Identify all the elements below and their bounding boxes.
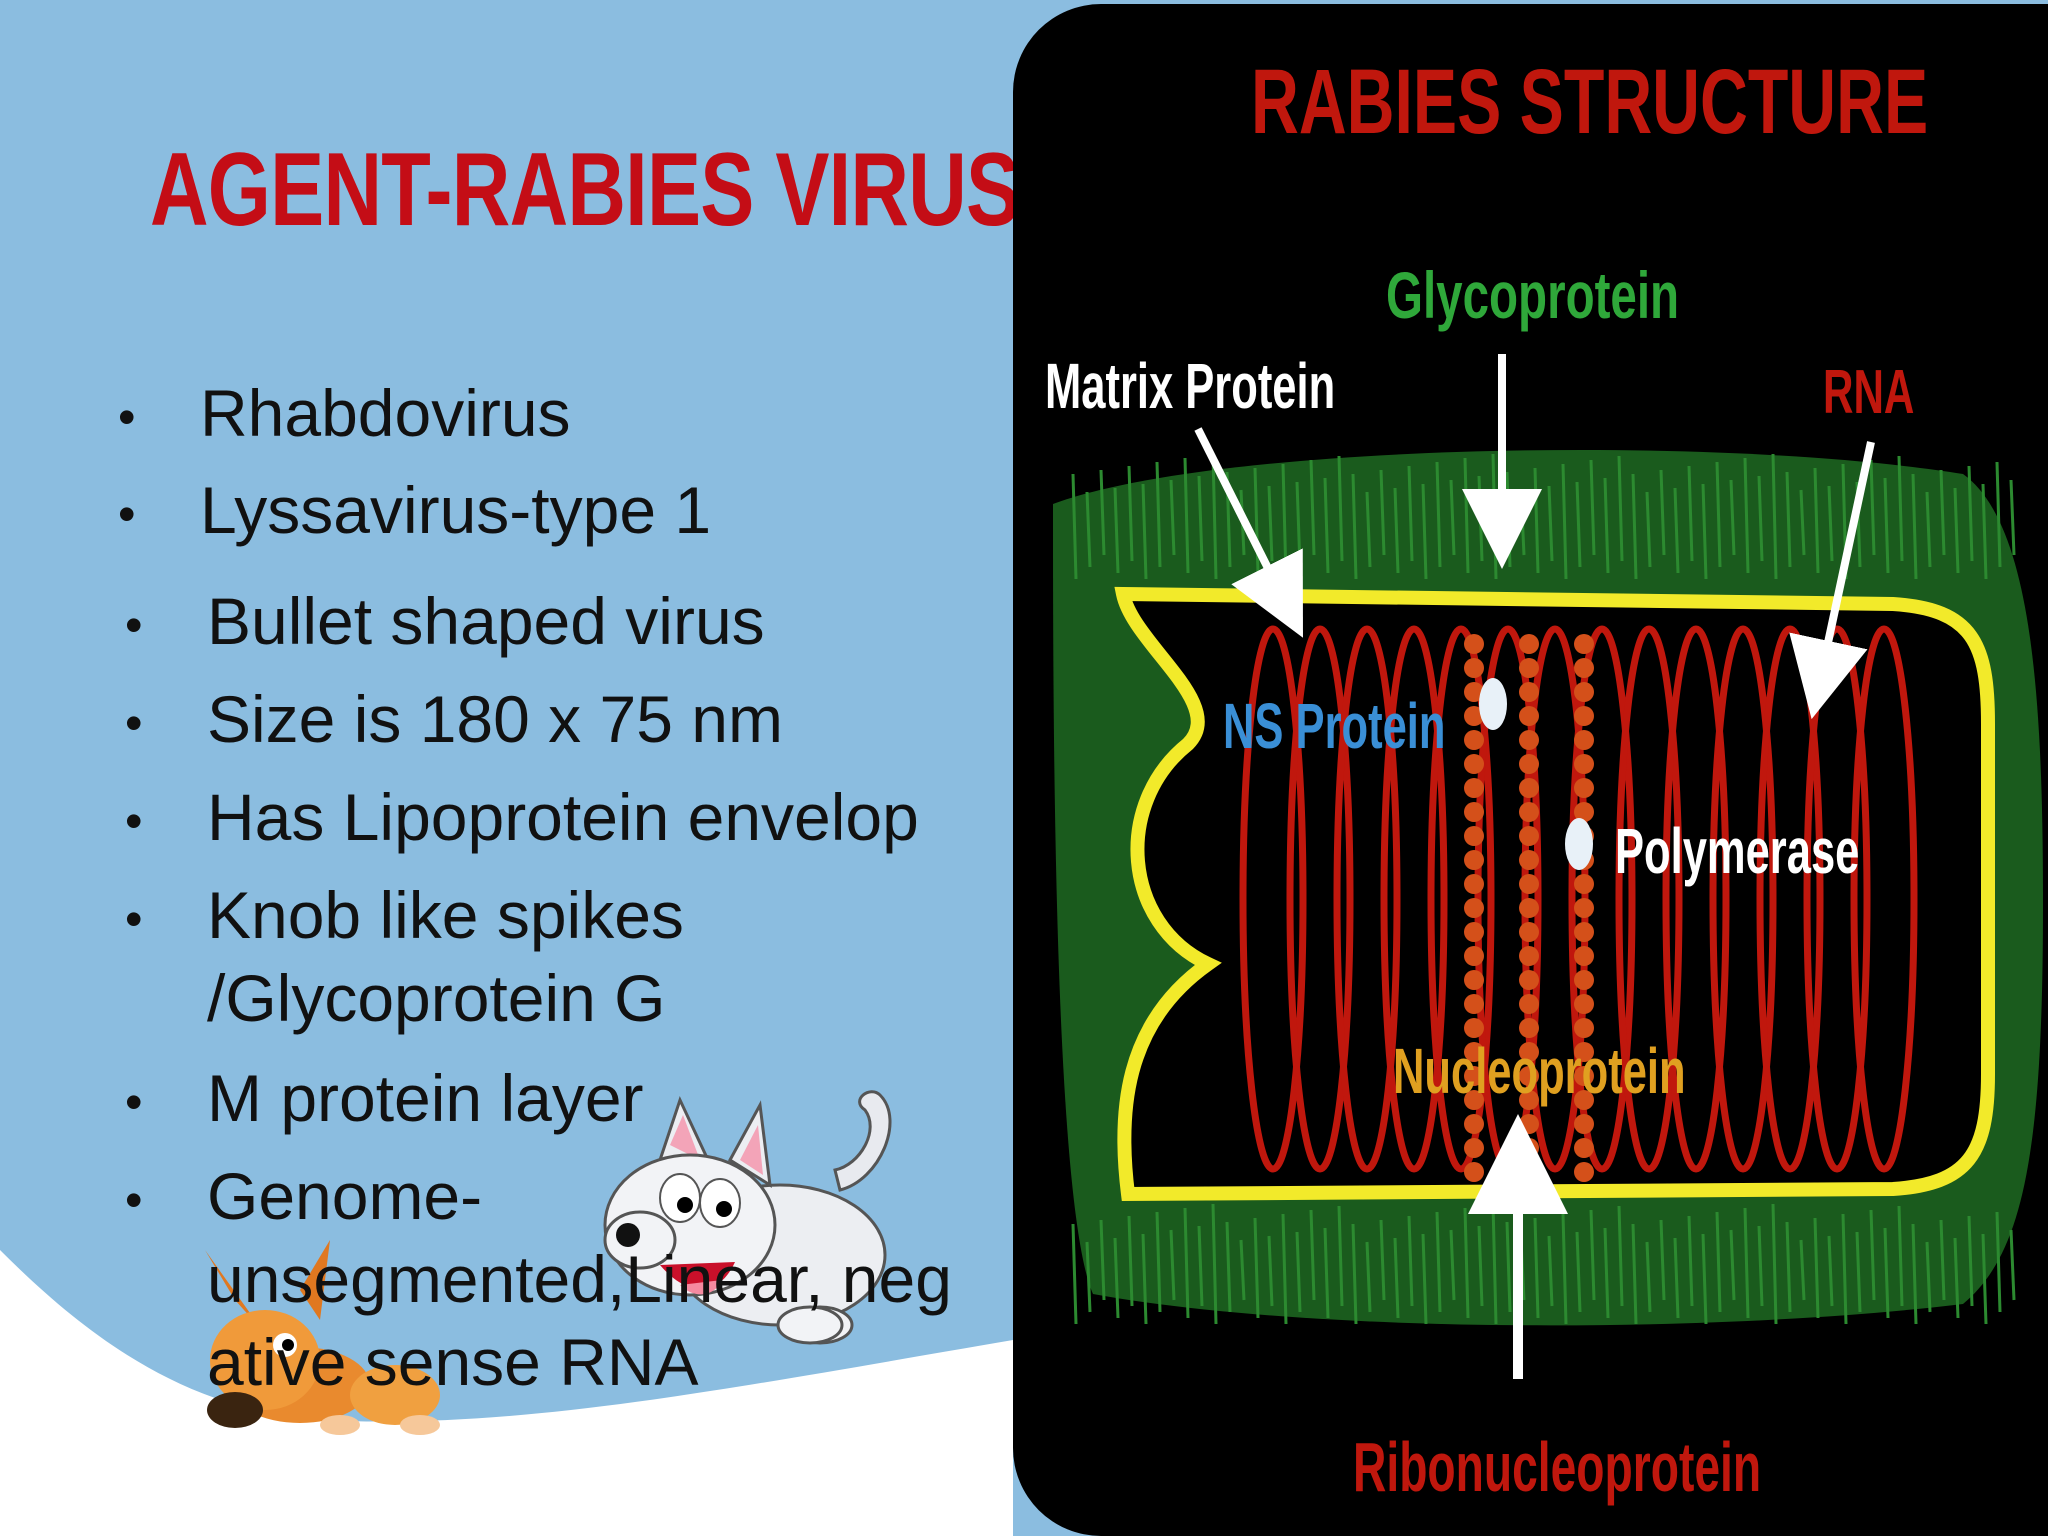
bullet-text: Lyssavirus-type 1 <box>200 473 712 547</box>
diagram-title: RABIES STRUCTURE <box>1251 51 1929 153</box>
matrix-protein-label: Matrix Protein <box>1045 350 1336 422</box>
glycoprotein-label: Glycoprotein <box>1386 258 1680 332</box>
bullet-text: Size is 180 x 75 nm <box>207 682 783 756</box>
rna-label: RNA <box>1823 358 1915 427</box>
bullet-text: Knob like spikes /Glycoprotein G <box>207 878 684 1035</box>
bullet-dot: • <box>125 597 143 653</box>
rabies-structure-diagram: RABIES STRUCTURE Glycoprotein Matrix Pro… <box>1013 4 2048 1536</box>
bullet-dot: • <box>118 486 136 542</box>
nucleoprotein-label: Nucleoprotein <box>1393 1035 1686 1107</box>
bullet-text: Has Lipoprotein envelop <box>207 780 919 854</box>
lipoprotein-envelope <box>1114 586 1995 1202</box>
matrix-protein-arrow <box>1194 427 1303 638</box>
bullet-dot: • <box>125 695 143 751</box>
polymerase-label: Polymerase <box>1615 815 1860 887</box>
rna-arrow <box>1789 441 1875 720</box>
orange-dog-illustration <box>205 1240 440 1435</box>
ns-protein-blob <box>1479 678 1507 730</box>
virus-diagram-graphic <box>1053 354 2043 1379</box>
bullet-dot: • <box>125 1172 143 1228</box>
bullet-dot: • <box>125 891 143 947</box>
ns-protein-label: NS Protein <box>1223 690 1446 762</box>
bullet-dot: • <box>125 1074 143 1130</box>
bullet-text: M protein layer <box>207 1061 644 1135</box>
bullet-dot: • <box>125 793 143 849</box>
ribonucleoprotein-label: Ribonucleoprotein <box>1353 1428 1762 1506</box>
bullet-text: Rhabdovirus <box>200 376 571 450</box>
white-dog-illustration <box>603 1090 892 1345</box>
bullet-text: Genome- unsegmented,Linear, neg ative se… <box>207 1159 952 1399</box>
polymerase-blob <box>1565 818 1593 870</box>
bullet-dot: • <box>118 389 136 445</box>
bullet-text: Bullet shaped virus <box>207 584 765 658</box>
